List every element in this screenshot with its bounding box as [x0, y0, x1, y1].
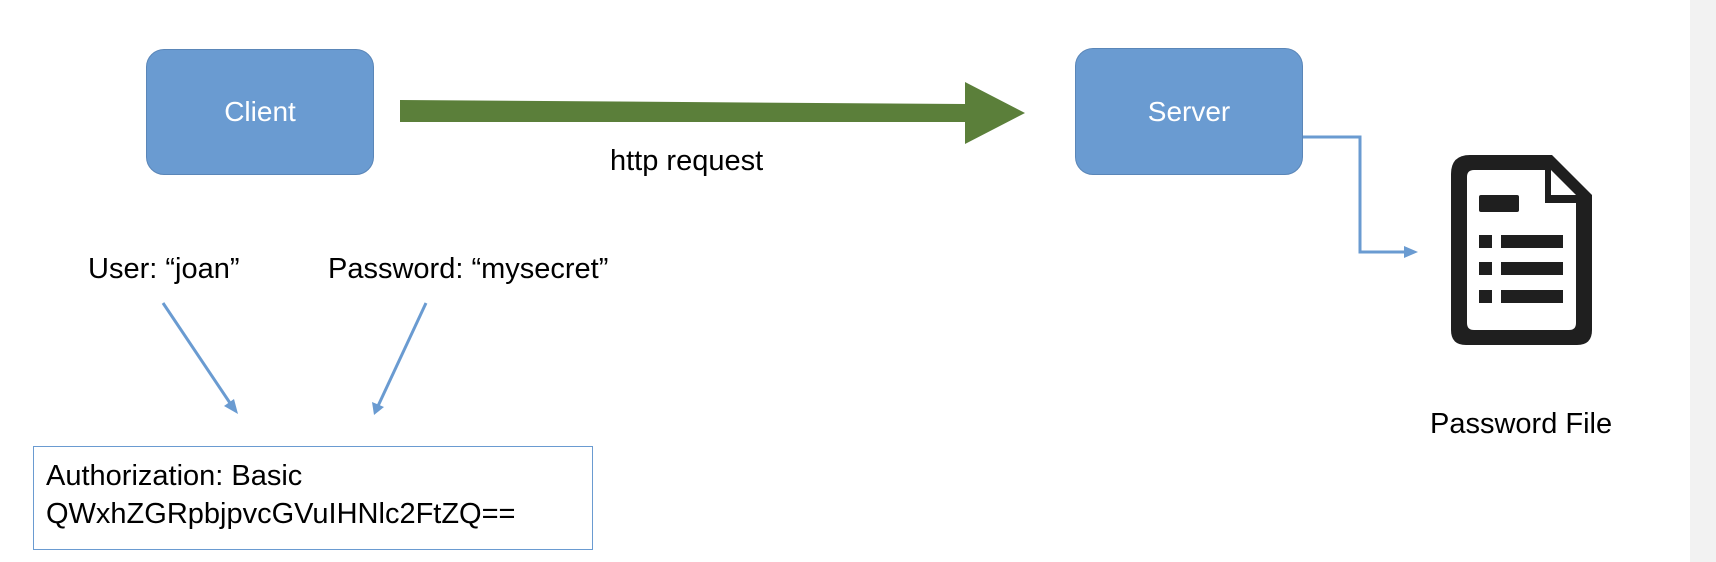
password-to-auth-arrowhead: [372, 402, 384, 415]
document-list-icon: [1451, 155, 1592, 345]
client-node-label: Client: [224, 96, 296, 127]
user-to-auth-arrowhead: [224, 399, 238, 414]
user-to-auth-connector: [161, 302, 234, 407]
password-to-auth-connector: [376, 302, 428, 407]
authorization-header-box: Authorization: Basic QWxhZGRpbjpvcGVuIHN…: [33, 446, 593, 550]
server-to-file-arrowhead: [1404, 246, 1418, 258]
authorization-header-value: QWxhZGRpbjpvcGVuIHNlc2FtZQ==: [46, 498, 516, 530]
server-to-file-connector: [1303, 135, 1408, 254]
password-file-label: Password File: [1430, 408, 1613, 440]
client-node: Client: [146, 49, 374, 175]
http-request-arrow: [400, 82, 1025, 144]
server-node: Server: [1075, 48, 1303, 175]
http-request-label: http request: [610, 145, 764, 177]
user-label: User: “joan”: [88, 253, 240, 285]
authorization-header-name: Authorization: Basic: [46, 460, 303, 492]
server-node-label: Server: [1147, 95, 1231, 127]
right-edge-strip: [1690, 0, 1716, 562]
password-label: Password: “mysecret”: [328, 253, 609, 285]
